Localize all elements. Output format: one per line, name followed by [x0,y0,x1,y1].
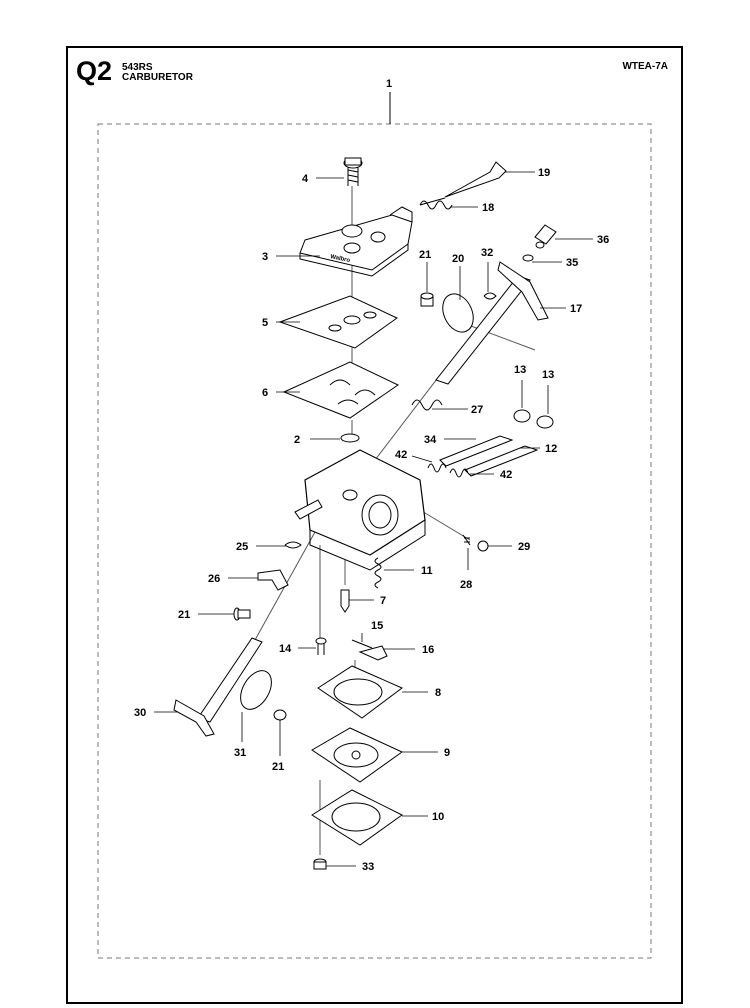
part-17-throttle-shaft [435,261,549,385]
callout-42-b: 42 [500,469,512,481]
callout-34: 34 [424,434,437,446]
carburetor-body [294,449,426,571]
part-21-screw-top [420,292,434,307]
part-13-limiter-cap-b [536,415,554,429]
callout-10: 10 [432,811,444,823]
callout-18: 18 [482,202,494,214]
brand-mark: Walbro [330,254,351,264]
callout-5: 5 [262,317,268,329]
callout-14: 14 [279,643,292,655]
axis-line [419,509,471,541]
section-name: CARBURETOR [122,72,193,83]
part-13-limiter-cap-a [513,409,531,423]
part-16-lever [358,645,388,661]
drawing-code: WTEA-7A [622,61,668,72]
callout-3: 3 [262,251,268,263]
part-20-throttle-plate [442,293,474,333]
part-30-choke-shaft [173,637,263,737]
page-frame [66,46,683,1004]
callout-6: 6 [262,387,268,399]
part-15-pin [351,639,373,649]
part-42-spring-b [449,468,469,478]
part-11-spring [374,557,382,589]
callout-29: 29 [518,541,530,553]
part-27-spring [411,399,443,411]
part-18-spring [419,197,453,210]
part-3-pump-cover [299,206,413,277]
part-21-screw-low [273,709,287,721]
callout-8: 8 [435,687,441,699]
callout-25: 25 [236,541,248,553]
callout-21-mid: 21 [178,609,190,621]
callout-21-low: 21 [272,761,284,773]
callout-17: 17 [570,303,582,315]
callout-33: 33 [362,861,374,873]
callout-27: 27 [471,404,483,416]
callout-1: 1 [386,78,392,90]
callout-12: 12 [545,443,557,455]
part-32-clip [483,292,497,300]
callout-35: 35 [566,257,578,269]
part-9-diaphragm [311,727,403,783]
part-8-gasket [317,665,403,719]
callout-26: 26 [208,573,220,585]
callout-36: 36 [597,234,609,246]
part-14-screw [315,637,327,655]
callout-15: 15 [371,620,383,632]
callout-30: 30 [134,707,146,719]
part-33-screw [313,858,327,870]
part-6-diaphragm [282,361,399,419]
part-12-needle [464,445,539,477]
part-21-screw-mid [233,607,251,621]
leader-42a [411,455,433,463]
part-26-lever [257,569,289,591]
callout-7: 7 [380,595,386,607]
part-28-spring [462,534,471,546]
part-36-stop-screw [534,224,557,249]
part-42-spring-a [427,463,447,473]
callout-4: 4 [302,173,309,185]
callout-13-b: 13 [542,369,554,381]
callout-11: 11 [421,565,433,577]
axis-line [374,374,441,461]
part-7-inlet-needle [340,589,350,613]
part-4-screw [343,157,363,186]
model-name: 543RS [122,62,153,73]
callout-16: 16 [422,644,434,656]
part-31-choke-plate [240,670,272,710]
part-2-screen [340,433,360,443]
part-25-clip [284,541,302,549]
section-code: Q2 [76,56,113,86]
callout-2: 2 [294,434,300,446]
callout-19: 19 [538,167,550,179]
callout-9: 9 [444,747,450,759]
callout-13-a: 13 [514,364,526,376]
callout-28: 28 [460,579,472,591]
callout-21-top: 21 [419,249,431,261]
callout-42-a: 42 [395,449,407,461]
callout-31: 31 [234,747,246,759]
callout-32: 32 [481,247,493,259]
part-5-gasket [278,295,398,349]
part-10-cover [311,789,403,846]
callout-20: 20 [452,253,464,265]
part-35-washer [522,254,534,262]
part-19-needle [444,161,507,198]
part-29-ball [477,540,489,552]
